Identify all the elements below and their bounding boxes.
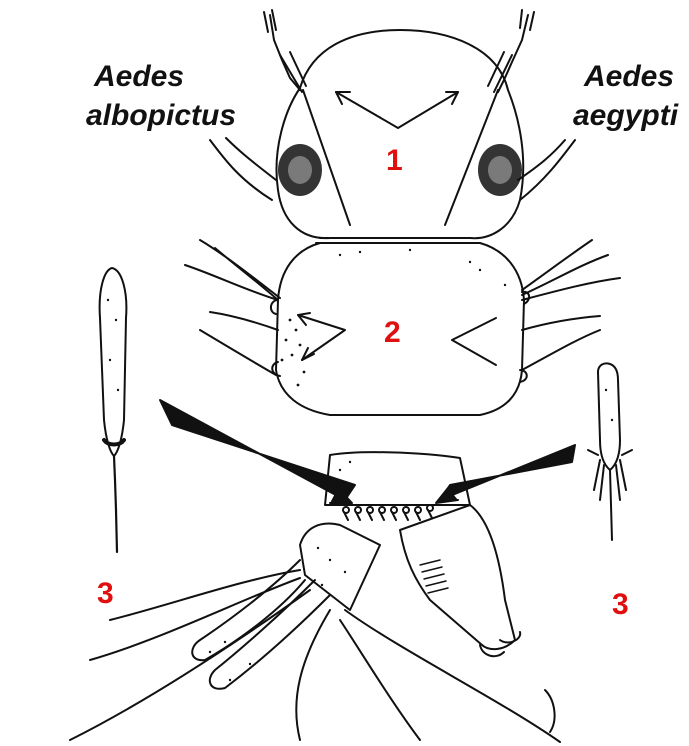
saddle: [300, 524, 380, 610]
siphon: [400, 505, 515, 649]
pointer-arrow-right: [440, 445, 575, 500]
marker-2: 2: [384, 318, 401, 348]
setae-ventral: [70, 570, 560, 742]
scale-detail-aegypti: [598, 363, 620, 470]
comb-scales: [343, 505, 433, 520]
marker-3-right: 3: [612, 590, 629, 620]
marker-3-left: 3: [97, 579, 114, 609]
head-capsule: [277, 30, 524, 238]
head-arrow-v: [336, 92, 458, 128]
species-right-epithet: aegypti: [573, 101, 678, 131]
species-left-genus: Aedes: [94, 62, 184, 92]
marker-1: 1: [386, 146, 403, 176]
anal-papilla-2: [210, 580, 330, 689]
anal-papilla-1: [192, 560, 305, 660]
antenna-left-base: [280, 52, 306, 92]
species-right-genus: Aedes: [584, 62, 674, 92]
antenna-right: [498, 10, 534, 92]
species-left-epithet: albopictus: [86, 101, 236, 131]
setae-left: [185, 138, 280, 375]
setae-right: [518, 140, 620, 370]
scale-detail-albopictus: [100, 268, 127, 456]
thorax-arrow-right: [452, 318, 496, 365]
